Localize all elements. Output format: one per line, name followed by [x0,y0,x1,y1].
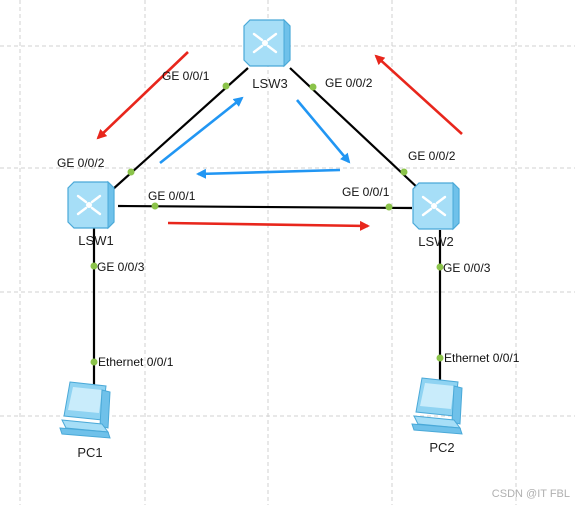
port-labels: GE 0/0/1 GE 0/0/2 GE 0/0/2 GE 0/0/1 GE 0… [57,69,520,369]
watermark: CSDN @IT FBL [492,488,570,500]
device-pc1[interactable]: PC1 [59,381,111,460]
device-label-pc1: PC1 [77,445,102,460]
port-dot-lsw1-g1 [151,202,159,210]
links [92,67,442,386]
port-label-lsw2-top: GE 0/0/2 [408,149,456,163]
red-arrow-to-lsw3 [374,54,463,135]
port-dot-pc1-eth [90,358,98,366]
port-label-pc2-eth: Ethernet 0/0/1 [444,351,520,365]
traffic-arrows [96,51,463,231]
port-dot-lsw2-g3 [436,263,444,271]
device-lsw3[interactable]: LSW3 [242,18,292,91]
port-label-lsw2-bottom: GE 0/0/3 [443,261,491,275]
switch-icon [66,180,116,230]
device-label-pc2: PC2 [429,440,454,455]
device-lsw1[interactable]: LSW1 [66,180,116,248]
port-label-lsw2-left: GE 0/0/1 [342,185,390,199]
port-dot-lsw1-g2 [127,168,135,176]
red-arrow-lsw1-to-lsw2 [167,220,370,231]
port-label-pc1-eth: Ethernet 0/0/1 [98,355,174,369]
device-label-lsw3: LSW3 [252,76,287,91]
port-dot-lsw1-g3 [90,262,98,270]
switch-icon [242,18,292,68]
device-label-lsw2: LSW2 [418,234,453,249]
port-label-lsw1-right: GE 0/0/1 [148,189,196,203]
pc-icon [411,377,463,435]
device-lsw2[interactable]: LSW2 [411,181,461,249]
red-arrow-to-lsw1 [96,51,189,140]
port-dot-lsw3-g2 [309,83,317,91]
port-dots [90,82,444,366]
device-pc2[interactable]: PC2 [411,377,463,455]
port-dot-lsw2-g1 [385,203,393,211]
port-label-lsw1-bottom: GE 0/0/3 [97,260,145,274]
port-label-lsw1-top: GE 0/0/2 [57,156,105,170]
pc-icon [59,381,111,439]
blue-arrow-to-lsw3 [159,96,244,165]
link-lsw1-lsw2 [117,204,413,210]
port-dot-lsw3-g1 [222,82,230,90]
port-label-lsw3-left: GE 0/0/1 [162,69,210,83]
blue-arrow-lsw2-to-lsw1 [196,168,341,179]
port-dot-pc2-eth [436,354,444,362]
blue-arrow-to-lsw2 [296,99,351,164]
port-label-lsw3-right: GE 0/0/2 [325,76,373,90]
port-dot-lsw2-g2 [400,168,408,176]
switch-icon [411,181,461,231]
device-label-lsw1: LSW1 [78,233,113,248]
